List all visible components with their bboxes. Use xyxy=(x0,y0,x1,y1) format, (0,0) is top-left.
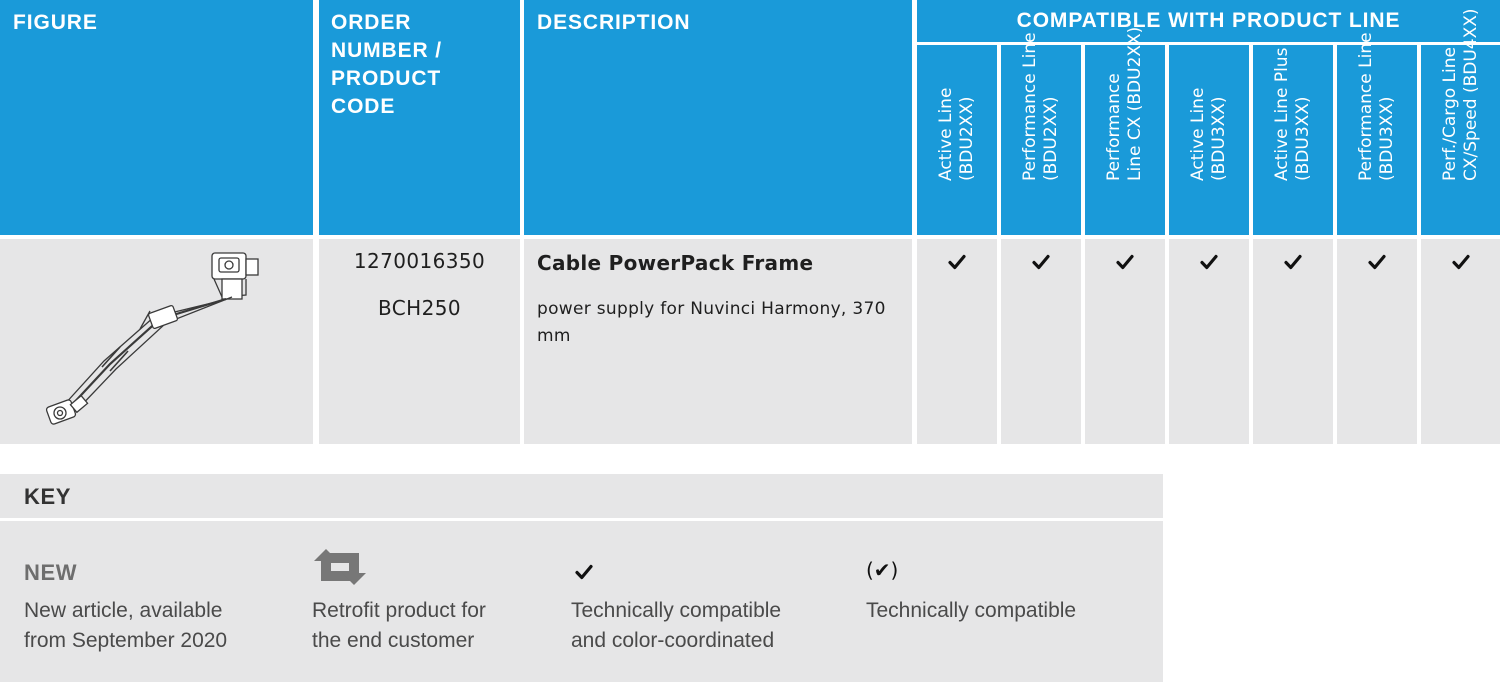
order-cell: 1270016350 BCH250 xyxy=(319,239,520,444)
compat-cell-4 xyxy=(1169,239,1249,444)
header-line-1: Active Line (BDU2XX) xyxy=(917,45,997,235)
key-retrofit-desc: Retrofit product for the end customer xyxy=(312,599,486,652)
key-new-desc: New article, available from September 20… xyxy=(24,599,228,652)
check-icon xyxy=(575,564,593,580)
check-icon xyxy=(1368,254,1386,270)
header-line-2: Performance Line (BDU2XX) xyxy=(1001,32,1081,235)
figure-cell xyxy=(0,239,313,444)
header-line-label: Active Line (BDU2XX) xyxy=(936,87,977,181)
key-body: NEW New article, available from Septembe… xyxy=(0,521,1163,682)
header-description: DESCRIPTION xyxy=(524,0,912,235)
header-figure: FIGURE xyxy=(0,0,313,235)
product-code: BCH250 xyxy=(378,296,461,320)
product-description: power supply for Nuvinci Harmony, 370 mm xyxy=(537,299,886,346)
key-header: KEY xyxy=(0,474,1163,518)
header-line-label: Performance Line CX (BDU2XX) xyxy=(1104,26,1145,181)
header-description-label: DESCRIPTION xyxy=(537,11,691,34)
compat-cell-5 xyxy=(1253,239,1333,444)
compat-cell-7 xyxy=(1421,239,1500,444)
header-line-label: Performance Line (BDU2XX) xyxy=(1020,32,1061,181)
header-compatible: COMPATIBLE WITH PRODUCT LINE xyxy=(917,0,1500,42)
header-line-7: Perf./Cargo Line CX/Speed (BDU4XX) xyxy=(1421,8,1500,235)
product-title: Cable PowerPack Frame xyxy=(537,251,814,275)
order-number: 1270016350 xyxy=(353,249,486,273)
check-icon xyxy=(1032,254,1050,270)
header-line-3: Performance Line CX (BDU2XX) xyxy=(1085,27,1165,235)
check-icon xyxy=(1451,254,1470,270)
check-icon xyxy=(1116,254,1134,270)
header-line-label: Active Line Plus (BDU3XX) xyxy=(1272,47,1313,181)
retrofit-arrows-icon xyxy=(314,549,366,585)
header-line-label: Active Line (BDU3XX) xyxy=(1188,87,1229,181)
compat-cell-1 xyxy=(917,239,997,444)
header-line-5: Active Line Plus (BDU3XX) xyxy=(1253,45,1333,235)
cable-figure-icon xyxy=(45,252,259,425)
compat-cell-6 xyxy=(1337,239,1417,444)
description-cell: Cable PowerPack Frame power supply for N… xyxy=(524,239,912,444)
check-icon xyxy=(948,254,966,270)
header-figure-label: FIGURE xyxy=(13,11,98,34)
key-new-label: NEW xyxy=(24,560,78,585)
header-order: ORDER NUMBER / PRODUCT CODE xyxy=(319,0,520,235)
header-line-label: Performance Line (BDU3XX) xyxy=(1356,32,1397,181)
key-paren-check-desc: Technically compatible xyxy=(866,599,1077,622)
header-line-label: Perf./Cargo Line CX/Speed (BDU4XX) xyxy=(1439,8,1481,181)
key-title: KEY xyxy=(24,484,72,509)
header-line-6: Performance Line (BDU3XX) xyxy=(1337,32,1417,235)
key-paren-check-label: (✔) xyxy=(866,558,899,582)
check-icon xyxy=(1200,254,1218,270)
check-icon xyxy=(1284,254,1302,270)
compat-cell-2 xyxy=(1001,239,1081,444)
header-line-4: Active Line (BDU3XX) xyxy=(1169,45,1249,235)
compat-cell-3 xyxy=(1085,239,1165,444)
header-compatible-label: COMPATIBLE WITH PRODUCT LINE xyxy=(1016,9,1401,32)
key-check-desc: Technically compatible and color-coordin… xyxy=(571,599,782,652)
header-order-label: ORDER NUMBER / PRODUCT CODE xyxy=(331,11,443,118)
